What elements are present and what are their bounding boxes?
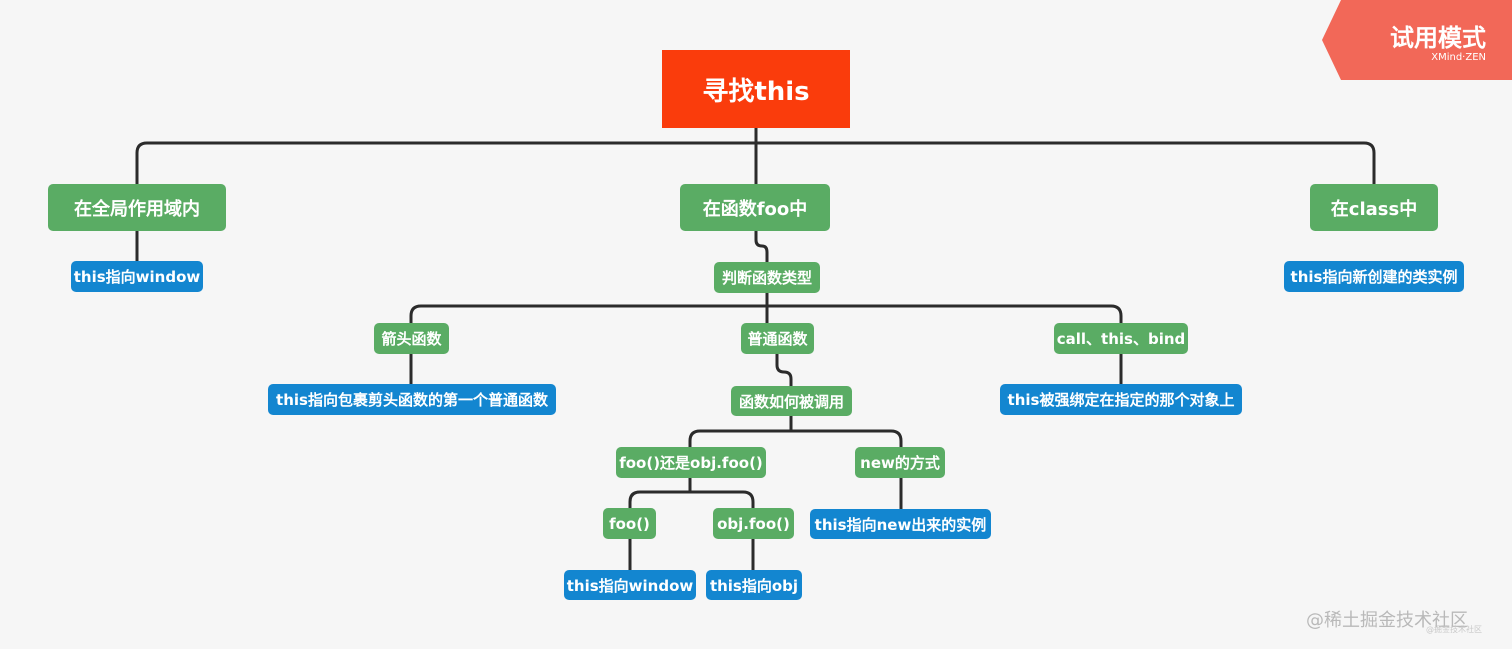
how-called-node[interactable]: 函数如何被调用 xyxy=(731,386,852,416)
normal-function-node[interactable]: 普通函数 xyxy=(741,323,814,354)
call-leaf-node[interactable]: this被强绑定在指定的那个对象上 xyxy=(1000,384,1242,415)
connector-fooobj-objfoo xyxy=(690,490,755,508)
function-foo-node[interactable]: 在函数foo中 xyxy=(680,184,830,231)
foo-or-objfoo-node[interactable]: foo()还是obj.foo() xyxy=(616,447,766,478)
global-scope-node[interactable]: 在全局作用域内 xyxy=(48,184,226,231)
connector-fooobj-foo xyxy=(628,478,692,508)
root-node[interactable]: 寻找this xyxy=(662,50,850,128)
xmind-zen-label: XMind·ZEN xyxy=(1431,52,1486,63)
foo-leaf-node[interactable]: this指向window xyxy=(564,570,696,600)
class-leaf-node[interactable]: this指向新创建的类实例 xyxy=(1284,261,1464,292)
watermark-text: @稀土掘金技术社区 xyxy=(1306,610,1468,631)
connector-root-class xyxy=(756,141,1376,184)
class-node[interactable]: 在class中 xyxy=(1310,184,1438,231)
connector-howcalled-new xyxy=(791,429,903,447)
foo-call-node[interactable]: foo() xyxy=(603,508,656,539)
judge-function-type-node[interactable]: 判断函数类型 xyxy=(714,262,820,293)
new-leaf-node[interactable]: this指向new出来的实例 xyxy=(810,509,991,539)
connector-root-global xyxy=(135,128,758,184)
trial-mode-label: 试用模式 xyxy=(1390,24,1486,52)
connector-howcalled-fooobj xyxy=(688,416,793,447)
global-leaf-node[interactable]: this指向window xyxy=(71,261,203,292)
new-way-node[interactable]: new的方式 xyxy=(855,447,945,478)
watermark-small-text: @掘金技术社区 xyxy=(1426,625,1482,634)
arrow-leaf-node[interactable]: this指向包裹剪头函数的第一个普通函数 xyxy=(268,384,556,415)
connector-judge-arrow xyxy=(409,293,769,323)
connector-function-judge xyxy=(754,231,769,262)
arrow-function-node[interactable]: 箭头函数 xyxy=(374,323,449,354)
connector-judge-call xyxy=(767,304,1123,323)
objfoo-call-node[interactable]: obj.foo() xyxy=(713,508,794,539)
call-this-bind-node[interactable]: call、this、bind xyxy=(1054,323,1188,354)
objfoo-leaf-node[interactable]: this指向obj xyxy=(706,570,802,600)
connector-normal-howcalled xyxy=(775,354,793,386)
trial-mode-badge[interactable]: 试用模式 XMind·ZEN xyxy=(1322,0,1512,80)
